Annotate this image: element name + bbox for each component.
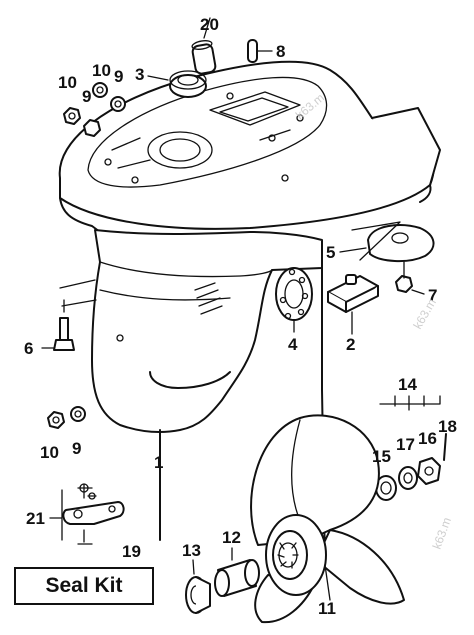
- part-2-shift-block: [327, 274, 379, 335]
- watermark-3: k63.m: [430, 516, 454, 552]
- part-6-bolt: [41, 299, 75, 351]
- callout-7: 7: [428, 286, 437, 305]
- watermark-2: k63.m: [410, 296, 438, 331]
- callout-1: 1: [154, 453, 163, 472]
- part-10-9-lower-group: [47, 406, 86, 429]
- callout-14: 14: [398, 375, 417, 394]
- seal-kit-label: Seal Kit: [14, 567, 154, 605]
- callout-9-top-right: 9: [114, 67, 123, 86]
- part-13-thrust-washer: [185, 559, 211, 614]
- part-20-bushing: [191, 17, 217, 75]
- callout-15: 15: [372, 447, 391, 466]
- callout-6: 6: [24, 339, 33, 358]
- callout-10-top: 10: [92, 61, 111, 80]
- callout-21: 21: [26, 509, 45, 528]
- part-5-anode-plate: [339, 221, 435, 262]
- callout-13: 13: [182, 541, 201, 560]
- part-14-group: [375, 395, 447, 501]
- callout-4: 4: [288, 335, 298, 354]
- part-7-bolt: [395, 261, 425, 295]
- part-11-propeller: [250, 414, 405, 624]
- callout-9-lower: 9: [72, 439, 81, 458]
- part-21-bracket: [49, 483, 125, 545]
- callout-8: 8: [276, 42, 285, 61]
- callout-10-top-left: 10: [58, 73, 77, 92]
- callout-18: 18: [438, 417, 457, 436]
- gearcase-housing: [58, 60, 441, 566]
- callout-9-top-left: 9: [82, 87, 91, 106]
- part-10-9-top-group: [63, 82, 126, 137]
- callout-16: 16: [418, 429, 437, 448]
- callout-20: 20: [200, 15, 219, 34]
- callout-12: 12: [222, 528, 241, 547]
- part-12-spacer: [214, 547, 260, 597]
- callout-5: 5: [326, 243, 335, 262]
- callout-10-lower: 10: [40, 443, 59, 462]
- callout-2: 2: [346, 335, 355, 354]
- part-4-ball-bearing: [275, 267, 313, 333]
- callout-3: 3: [135, 65, 144, 84]
- callout-19: 19: [122, 542, 141, 561]
- callout-11: 11: [318, 599, 336, 618]
- callout-17: 17: [396, 435, 415, 454]
- part-3-needle-bearing: [147, 70, 207, 98]
- part-8-dowel-pin: [247, 39, 273, 63]
